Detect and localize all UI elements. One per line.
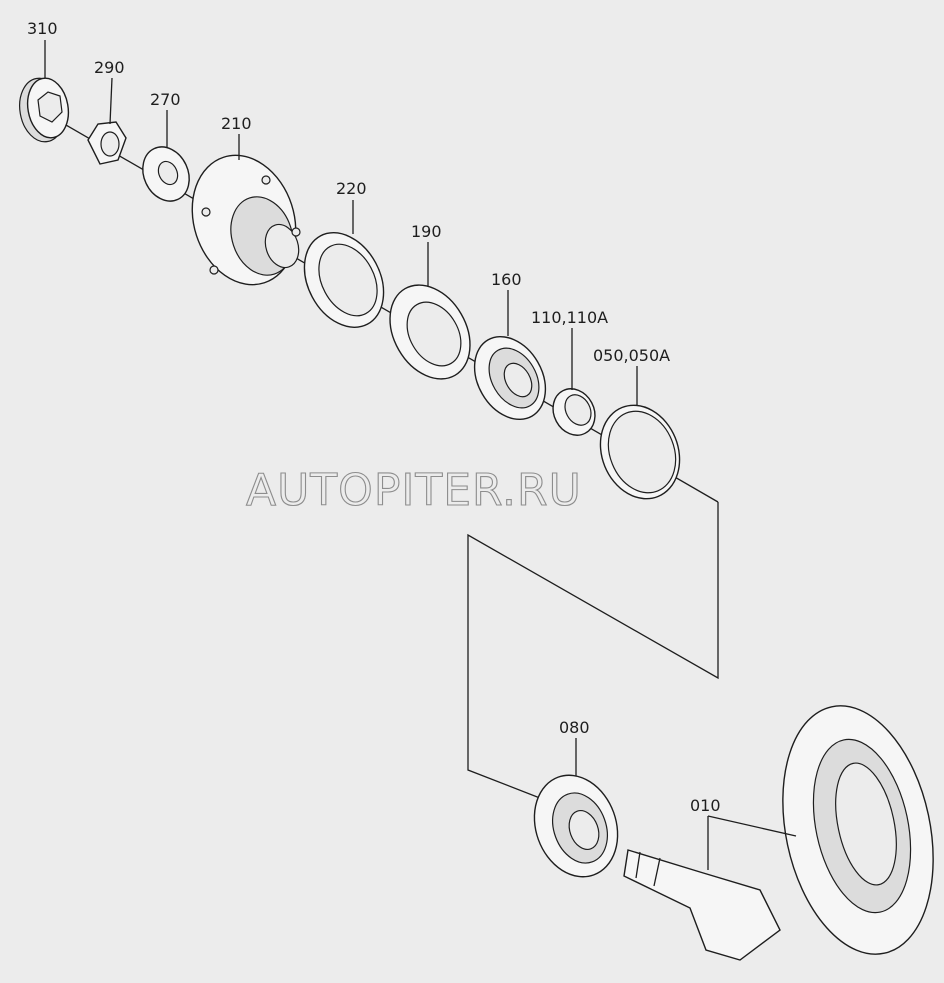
part-270-washer xyxy=(142,146,190,202)
label-220: 220 xyxy=(336,179,367,198)
label-190: 190 xyxy=(411,222,442,241)
label-050-050a: 050,050A xyxy=(593,346,670,365)
part-220-seal xyxy=(303,232,385,328)
label-310: 310 xyxy=(27,19,58,38)
watermark: AUTOPITER.RU xyxy=(246,465,582,516)
label-160: 160 xyxy=(491,270,522,289)
label-270: 270 xyxy=(150,90,181,109)
label-290: 290 xyxy=(94,58,125,77)
label-010: 010 xyxy=(690,796,721,815)
reference-lines xyxy=(467,502,719,801)
label-210: 210 xyxy=(221,114,252,133)
part-050-shim xyxy=(599,404,681,500)
part-110-spacer xyxy=(552,388,596,436)
part-210-flange xyxy=(191,154,301,286)
part-190-bearing xyxy=(389,284,471,380)
part-080-bearing xyxy=(533,774,619,878)
part-010-pinion xyxy=(623,849,781,961)
label-080: 080 xyxy=(559,718,590,737)
part-010-ring-gear xyxy=(782,705,934,955)
part-310-socket xyxy=(19,77,70,143)
part-160-bearing xyxy=(473,335,547,421)
leader-lines xyxy=(44,40,797,870)
part-290-nut xyxy=(87,121,127,165)
label-110-110a: 110,110A xyxy=(531,308,608,327)
